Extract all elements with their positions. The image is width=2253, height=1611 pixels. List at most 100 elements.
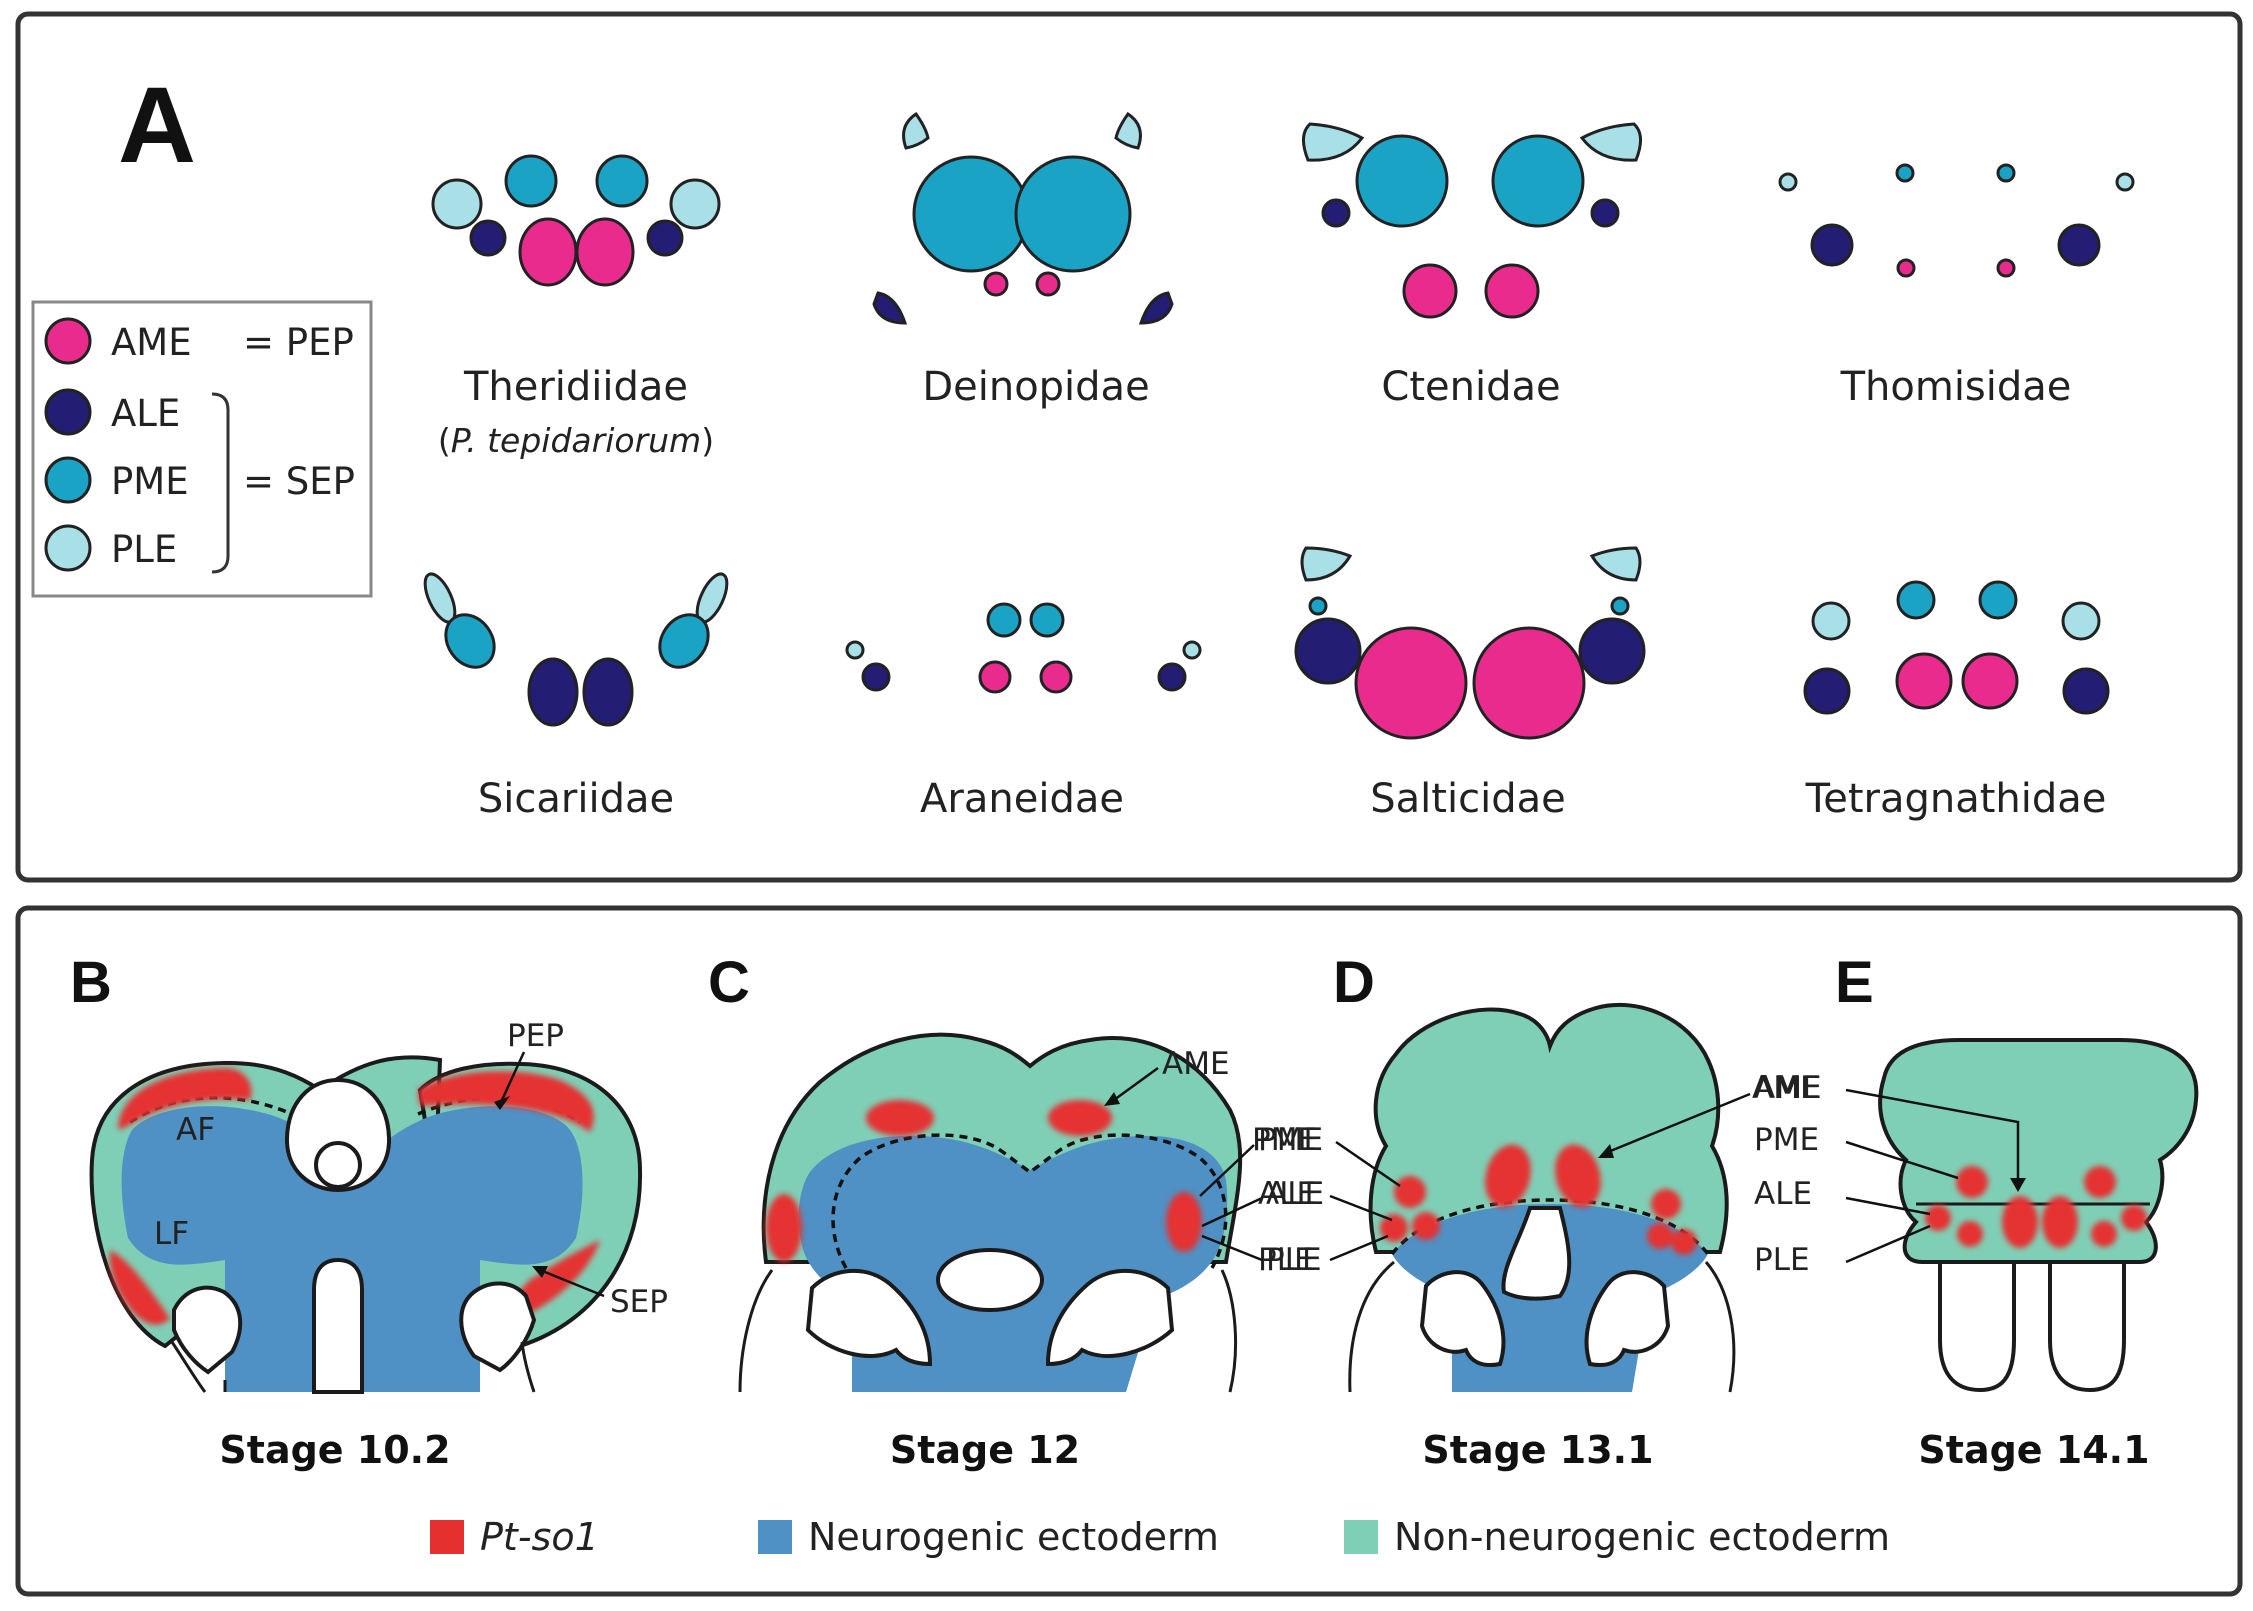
b-arrow-sep [539,1268,605,1298]
d-line-ale [1329,1194,1393,1222]
c-label-pme: PME [1258,1122,1323,1158]
d-stomodeum [1501,1206,1572,1301]
legend-label-pt-so1: Pt-so1 [480,1515,599,1559]
d-line-pme [1335,1140,1401,1188]
d-label-ple: PLE [1258,1242,1314,1278]
panel-c-letter: C [708,950,750,1015]
ctenidae-ame-right [1484,263,1540,319]
e-leg-right [2048,1260,2126,1393]
salticidae-ame-right [1472,626,1586,740]
salticidae-eyes [1294,546,1646,740]
ple-swatch [44,524,92,572]
deinopidae-ale-right [1138,291,1174,325]
panel-d-letter: D [1333,950,1375,1015]
ctenidae-ame-left [1402,263,1458,319]
b-sep-patch-right [515,1240,600,1318]
e-line-ale [1845,1196,1931,1216]
e-line-ple [1845,1224,1931,1264]
b-arrow-pep [500,1051,526,1101]
ctenidae-ple-right [1579,122,1642,162]
legend-pme: PME [111,460,189,503]
araneidae-ale-left [861,662,891,692]
araneidae-ple-left [845,640,865,660]
embryo-stage-14-1: AME PME ALE PLE [1754,1038,2199,1393]
e-ale-patch-right-2 [2121,1205,2147,1231]
araneidae-ale-right [1157,662,1187,692]
panel-a-letter: A [118,64,196,185]
label-sicariidae: Sicariidae [478,776,674,822]
panel-e-letter: E [1835,950,1874,1015]
d-limb-bud-left [1419,1270,1506,1367]
tetragnathidae-ple-right [2061,601,2101,641]
c-line-pme [1199,1144,1255,1197]
tetragnathidae-pme-left [1896,580,1936,620]
label-deinopidae: Deinopidae [922,364,1149,410]
b-arrowhead-pep [494,1096,510,1110]
araneidae-ame-left [978,660,1012,694]
theridiidae-eyes [431,154,721,287]
e-arrowhead-ame [2010,1178,2026,1192]
c-ame-patch-right [1048,1100,1112,1136]
araneidae-pme-right [1029,602,1065,638]
salticidae-ale-left [1294,617,1362,685]
e-ale-patch-right [2091,1221,2117,1247]
label-ctenidae: Ctenidae [1381,364,1560,410]
ctenidae-ale-right [1590,198,1620,228]
c-line-ale [1201,1196,1263,1228]
salticidae-ame-left [1354,626,1468,740]
c-arrow-ame [1113,1066,1159,1102]
thomisidae-ple-right [2115,172,2135,192]
e-ale-patch-left [1925,1205,1951,1231]
araneidae-ame-right [1039,660,1073,694]
salticidae-ale-right [1578,617,1646,685]
c-body-line-left [738,1269,774,1393]
e-ame-patch-right [2042,1196,2078,1248]
d-ple-patch-right [1647,1223,1673,1249]
araneidae-pme-left [986,602,1022,638]
panel-b-letter: B [70,950,112,1015]
e-label-ple: PLE [1754,1242,1810,1278]
b-stomodeum [284,1077,392,1193]
theridiidae-pme-right [595,154,649,208]
c-arrowhead-ame [1104,1092,1120,1106]
tetragnathidae-ame-left [1895,652,1953,710]
c-limb-bud-left [805,1269,933,1367]
salticidae-ple-right [1589,546,1642,582]
deinopidae-ple-left [902,111,930,150]
legend-ale: ALE [111,392,180,435]
thomisidae-ame-left [1896,258,1916,278]
deinopidae-ame-left [983,271,1009,297]
d-ale-patch-left-2 [1412,1212,1440,1240]
ctenidae-pme-left [1355,134,1449,228]
d-non-neurogenic-ectoderm [1368,1002,1729,1254]
legend-ple: PLE [111,528,177,571]
deinopidae-ame-right [1035,271,1061,297]
c-stage-label: Stage 12 [890,1428,1080,1472]
c-limb-bud-right [1045,1269,1175,1367]
sicariidae-ale-left [527,657,579,727]
thomisidae-eyes [1778,163,2135,278]
d-ame-patch-right [1555,1144,1601,1208]
ctenidae-ale-left [1321,198,1351,228]
panel-a-frame [15,11,2243,883]
thomisidae-ple-left [1778,172,1798,192]
legend-swatch-pt-so1 [430,1520,464,1554]
e-stage-label: Stage 14.1 [1918,1428,2149,1472]
label-araneidae: Araneidae [920,776,1124,822]
d-ple-patch-right-2 [1671,1229,1697,1255]
ctenidae-eyes [1302,122,1642,319]
e-pme-patch-left [1956,1166,1988,1198]
b-body-line-left [170,1341,207,1393]
d-arrow-ame [1607,1092,1751,1154]
e-leg-left [1938,1260,2016,1393]
sicariidae-eyes [423,572,729,727]
legend-swatch-non-neurogenic [1344,1520,1378,1554]
label-theridiidae: Theridiidae [463,364,688,410]
d-pme-patch-left [1394,1176,1426,1208]
d-body-line-left [1348,1260,1395,1393]
d-label-ale: ALE [1258,1176,1316,1212]
theridiidae-ale-left [469,219,507,257]
tetragnathidae-ale-right [2062,667,2110,715]
c-ame-patch-left [866,1100,934,1136]
d-label-ame: AME [1752,1070,1820,1106]
